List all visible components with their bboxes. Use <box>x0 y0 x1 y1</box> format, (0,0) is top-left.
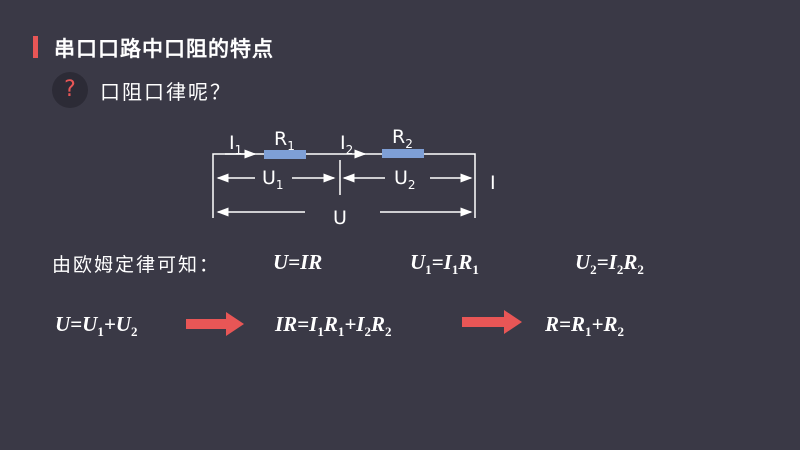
equation-u2: U2=I2R2 <box>575 250 644 278</box>
title-accent-bar <box>33 36 38 58</box>
label-u1: U1 <box>262 167 284 192</box>
right-arrow-icon <box>462 310 522 334</box>
label-i2: I2 <box>340 132 354 157</box>
circuit-wire <box>212 153 476 218</box>
equation-resistance-sum: R=R1+R2 <box>545 312 624 340</box>
label-r2: R2 <box>392 126 413 151</box>
label-u2: U2 <box>394 167 416 192</box>
label-i1: I1 <box>229 132 243 157</box>
page-title: 串口口路中口阻的特点 <box>54 37 274 61</box>
subtitle: 口阻口律呢？ <box>100 80 232 104</box>
equation-voltage-sum: U=U1+U2 <box>55 312 138 340</box>
right-arrow-icon <box>186 312 244 336</box>
label-r1: R1 <box>274 128 295 153</box>
question-icon: ? <box>52 72 88 108</box>
resistor-r1 <box>264 150 306 159</box>
label-i: I <box>490 172 496 194</box>
equation-u-ir: U=IR <box>273 250 323 274</box>
ohms-law-label: 由欧姆定律可知： <box>52 254 221 276</box>
label-u: U <box>333 207 347 229</box>
equation-substitution: IR=I1R1+I2R2 <box>275 312 392 340</box>
equation-u1: U1=I1R1 <box>410 250 479 278</box>
resistor-r2 <box>382 149 424 158</box>
